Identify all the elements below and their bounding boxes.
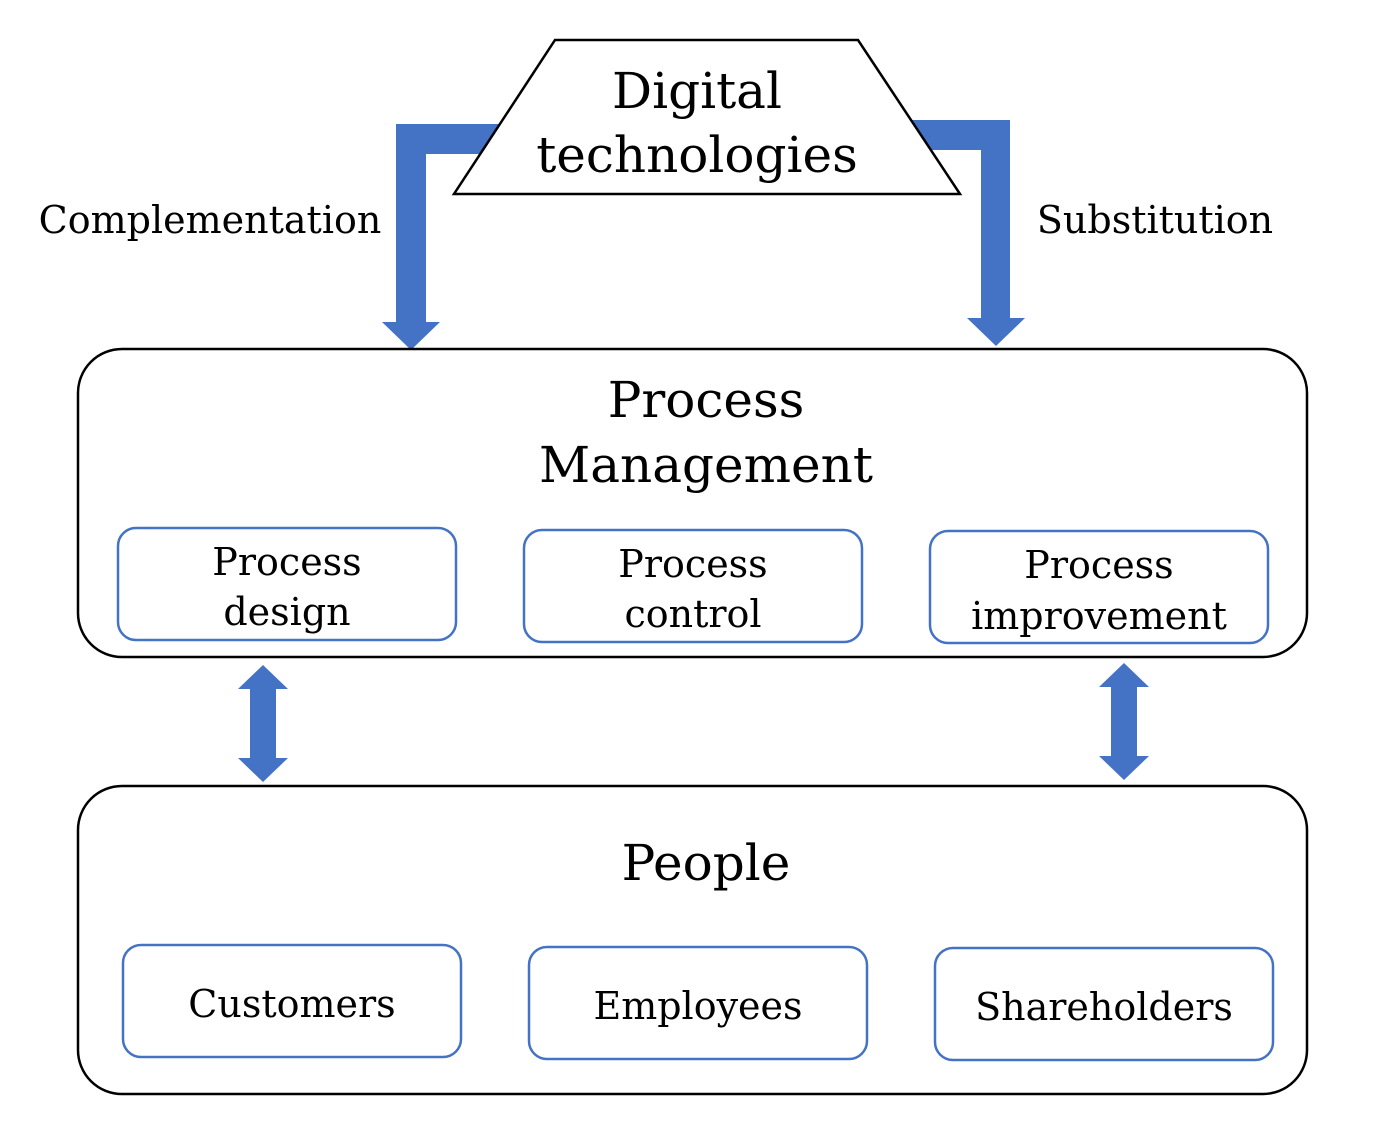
right-bidirectional-arrow <box>1099 663 1149 780</box>
process-improvement-box <box>928 529 1270 645</box>
left-bidirectional-arrow <box>238 665 288 782</box>
process-management-group: Process Management Process design Proces… <box>76 347 1309 659</box>
employees-label: Employees <box>593 984 802 1028</box>
complementation-arrow <box>382 124 500 350</box>
process-management-title-line-2: Management <box>539 436 873 494</box>
process-design-line-2: design <box>223 590 350 634</box>
process-design-line-1: Process <box>212 540 361 584</box>
process-management-box <box>76 347 1309 659</box>
substitution-arrow <box>905 120 1025 346</box>
process-improvement-line-1: Process <box>1024 543 1173 587</box>
process-control-box <box>522 528 864 644</box>
process-improvement-line-2: improvement <box>971 594 1227 638</box>
employees-box <box>527 945 869 1061</box>
process-control-line-1: Process <box>618 542 767 586</box>
trapezoid-shape <box>451 38 963 196</box>
people-box <box>76 784 1309 1096</box>
people-group: People Customers Employees Shareholders <box>76 784 1309 1096</box>
shareholders-box <box>933 946 1275 1062</box>
customers-label: Customers <box>188 982 395 1026</box>
substitution-label: Substitution <box>1037 198 1273 242</box>
process-control-line-2: control <box>624 592 761 636</box>
customers-box <box>121 943 463 1059</box>
digital-technologies-line-2: technologies <box>536 126 858 184</box>
digital-technologies-node: Digital technologies <box>451 38 963 196</box>
complementation-label: Complementation <box>39 198 382 242</box>
people-title: People <box>622 834 791 892</box>
shareholders-label: Shareholders <box>975 985 1233 1029</box>
process-design-box <box>116 526 458 642</box>
process-management-title-line-1: Process <box>608 371 805 429</box>
digital-technologies-line-1: Digital <box>612 62 782 120</box>
